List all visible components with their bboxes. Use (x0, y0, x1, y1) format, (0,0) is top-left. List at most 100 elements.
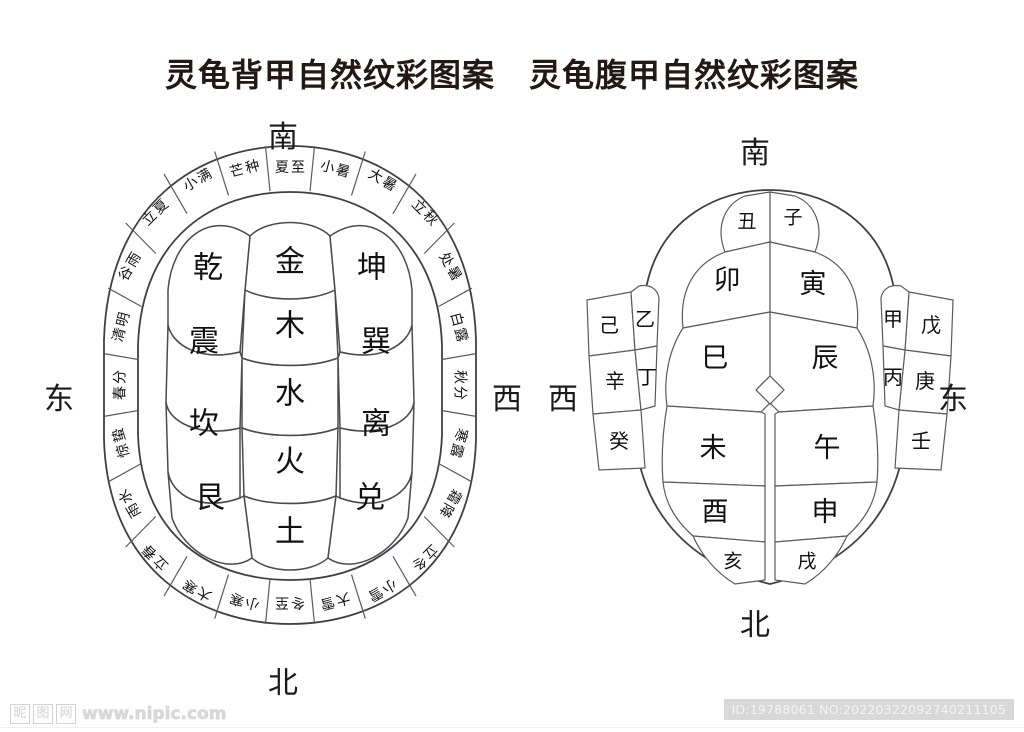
solar-term-divider (438, 462, 473, 483)
solar-term-char: 蛰 (110, 426, 129, 444)
glyph-kan: 坎 (189, 408, 219, 441)
solar-term-divider (423, 516, 455, 548)
solar-term-label: 大暑 (365, 166, 398, 195)
watermark-box-1: 昵 (10, 704, 30, 724)
solar-term-char: 白 (447, 311, 466, 329)
solar-term-char: 寒 (228, 589, 246, 609)
glyph-xin: 辛 (605, 370, 625, 393)
solar-term-label: 霜降 (435, 486, 464, 520)
solar-term-char: 至 (275, 594, 289, 609)
solar-term-divider (392, 555, 417, 597)
solar-term-label: 立春 (139, 541, 172, 574)
direction-label-left-east: 东 (44, 383, 74, 416)
direction-label-left-north: 北 (268, 667, 298, 700)
watermark-boxes: 昵 图 网 (10, 704, 76, 724)
solar-term-char: 大 (334, 589, 352, 608)
solar-term-label: 雨水 (116, 486, 145, 520)
glyph-wu-stem: 戊 (921, 314, 941, 337)
trigram-scute-dui (327, 471, 413, 565)
stem-flap-ding (634, 345, 658, 411)
solar-term-divider (438, 287, 473, 308)
solar-term-char: 大 (365, 166, 385, 187)
glyph-yi: 乙 (635, 309, 655, 331)
glyph-mu: 木 (275, 310, 305, 343)
plastron-center-diamond (755, 375, 785, 405)
solar-term-char: 夏 (275, 160, 289, 176)
solar-term-divider (350, 151, 366, 196)
glyph-yin: 寅 (800, 269, 827, 299)
glyph-li: 离 (361, 408, 391, 441)
watermark-box-3: 网 (56, 704, 76, 724)
solar-term-label: 清明 (110, 311, 133, 344)
solar-term-char: 暑 (334, 163, 351, 181)
solar-term-char: 清 (110, 326, 129, 344)
glyph-ji: 己 (599, 315, 619, 337)
direction-label-right-north: 北 (740, 609, 770, 642)
glyph-chou: 丑 (737, 212, 756, 233)
glyph-wu: 午 (814, 433, 841, 463)
solar-term-label: 立冬 (408, 541, 441, 574)
solar-term-char: 处 (435, 250, 456, 270)
glyph-xun: 巽 (361, 326, 391, 359)
glyph-gen: 艮 (195, 482, 225, 515)
solar-term-label: 芒种 (228, 158, 261, 181)
solar-term-divider (125, 222, 157, 254)
solar-term-divider (163, 173, 188, 215)
solar-term-char: 雨 (125, 500, 145, 520)
solar-term-label: 春分 (113, 370, 129, 400)
solar-term-label: 冬至 (275, 594, 305, 610)
direction-label-right-west: 西 (548, 383, 578, 416)
solar-term-label: 小寒 (228, 589, 262, 612)
glyph-mao: 卯 (714, 265, 741, 295)
watermark-logo: 昵 图 网 www.nipic.com (10, 704, 227, 724)
solar-term-char: 雪 (365, 583, 385, 604)
glyph-bing: 丙 (883, 367, 903, 389)
solar-term-char: 小 (244, 593, 262, 612)
solar-term-divider (441, 353, 477, 361)
solar-term-label: 小满 (181, 166, 215, 195)
solar-term-char: 霜 (443, 486, 464, 506)
solar-term-divider (264, 146, 271, 192)
solar-term-char: 小 (319, 158, 337, 177)
title-carapace: 灵龟背甲自然纹彩图案 (164, 56, 495, 94)
glyph-tu: 土 (275, 516, 305, 549)
solar-term-label: 大雪 (319, 589, 352, 612)
carapace-diagram: 夏至小暑大暑立秋处暑白露秋分寒露霜降立冬小雪大雪冬至小寒大寒立春雨水惊蛰春分清明… (103, 145, 477, 625)
solar-term-char: 小 (379, 575, 399, 596)
solar-term-divider (107, 287, 142, 308)
plastron-scute-wu (774, 405, 879, 487)
glyph-kun: 坤 (357, 252, 387, 285)
solar-term-label: 惊蛰 (110, 426, 133, 459)
solar-term-char: 降 (435, 500, 456, 520)
solar-term-label: 小暑 (319, 158, 352, 181)
glyph-xu: 戌 (797, 551, 816, 573)
glyph-wei: 未 (700, 433, 727, 463)
stem-flap-yi (630, 284, 660, 351)
glyph-shui: 水 (275, 378, 305, 411)
solar-term-label: 处暑 (435, 250, 463, 284)
glyph-si: 巳 (702, 343, 729, 373)
glyph-gui: 癸 (609, 430, 629, 453)
solar-term-char: 至 (291, 161, 305, 176)
solar-term-label: 夏至 (275, 160, 305, 176)
glyph-shen: 申 (812, 497, 839, 527)
glyph-jin: 金 (275, 246, 305, 279)
title-plastron: 灵龟腹甲自然纹彩图案 (529, 56, 860, 94)
glyph-ding: 丁 (637, 367, 657, 389)
solar-term-char: 秋 (452, 370, 468, 384)
solar-term-divider (214, 574, 230, 619)
trigram-scute-gen (167, 471, 253, 565)
glyph-ren: 壬 (911, 430, 931, 453)
glyph-dui: 兑 (355, 482, 385, 515)
direction-label-right-south: 南 (740, 137, 770, 170)
glyph-zi: 子 (783, 208, 802, 229)
stem-flap-ren (894, 409, 948, 471)
stem-flap-gui (592, 409, 646, 471)
solar-term-char: 冬 (291, 594, 305, 610)
solar-term-char: 明 (115, 311, 133, 328)
solar-term-char: 露 (451, 326, 470, 344)
solar-term-char: 满 (195, 166, 215, 187)
bottom-hairline (0, 727, 1024, 728)
solar-term-char: 寒 (451, 426, 471, 444)
stem-flap-jia (880, 284, 910, 351)
